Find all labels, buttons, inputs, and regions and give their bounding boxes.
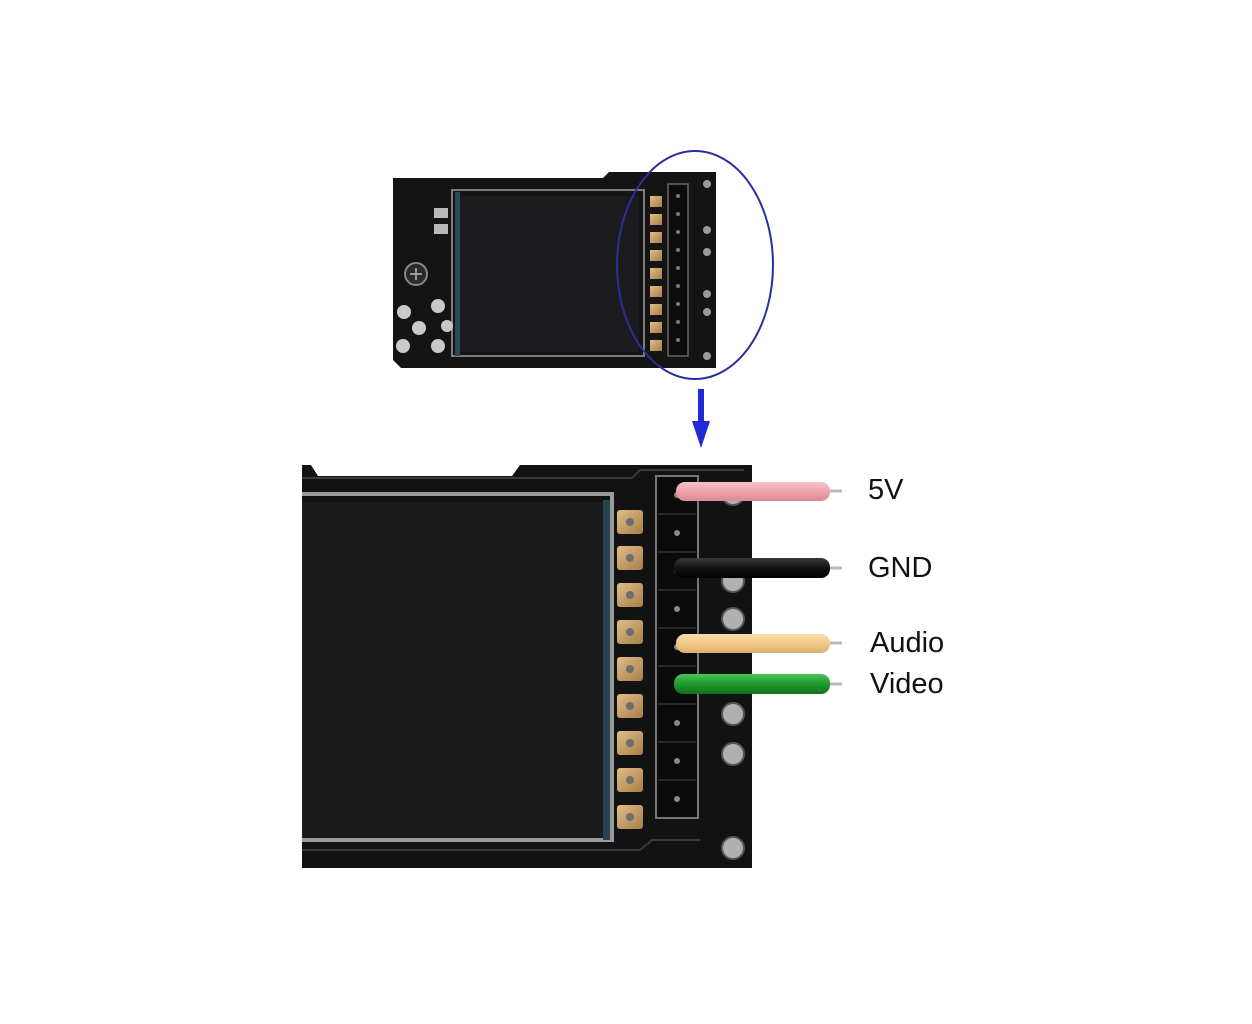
small-board-pads	[650, 196, 662, 351]
wire-video	[674, 674, 842, 694]
label-gnd: GND	[868, 552, 933, 584]
label-5v: 5V	[868, 474, 904, 506]
closeup-pads	[617, 510, 643, 829]
label-video: Video	[870, 668, 944, 700]
highlight-circle	[616, 150, 774, 380]
wire-gnd	[674, 558, 842, 578]
pcb-module-icon	[393, 172, 716, 368]
pcb-module-closeup	[302, 465, 752, 868]
wire-5v	[676, 482, 842, 501]
arrow-down-icon	[692, 389, 710, 448]
wire-audio	[676, 634, 842, 653]
label-audio: Audio	[870, 627, 945, 659]
